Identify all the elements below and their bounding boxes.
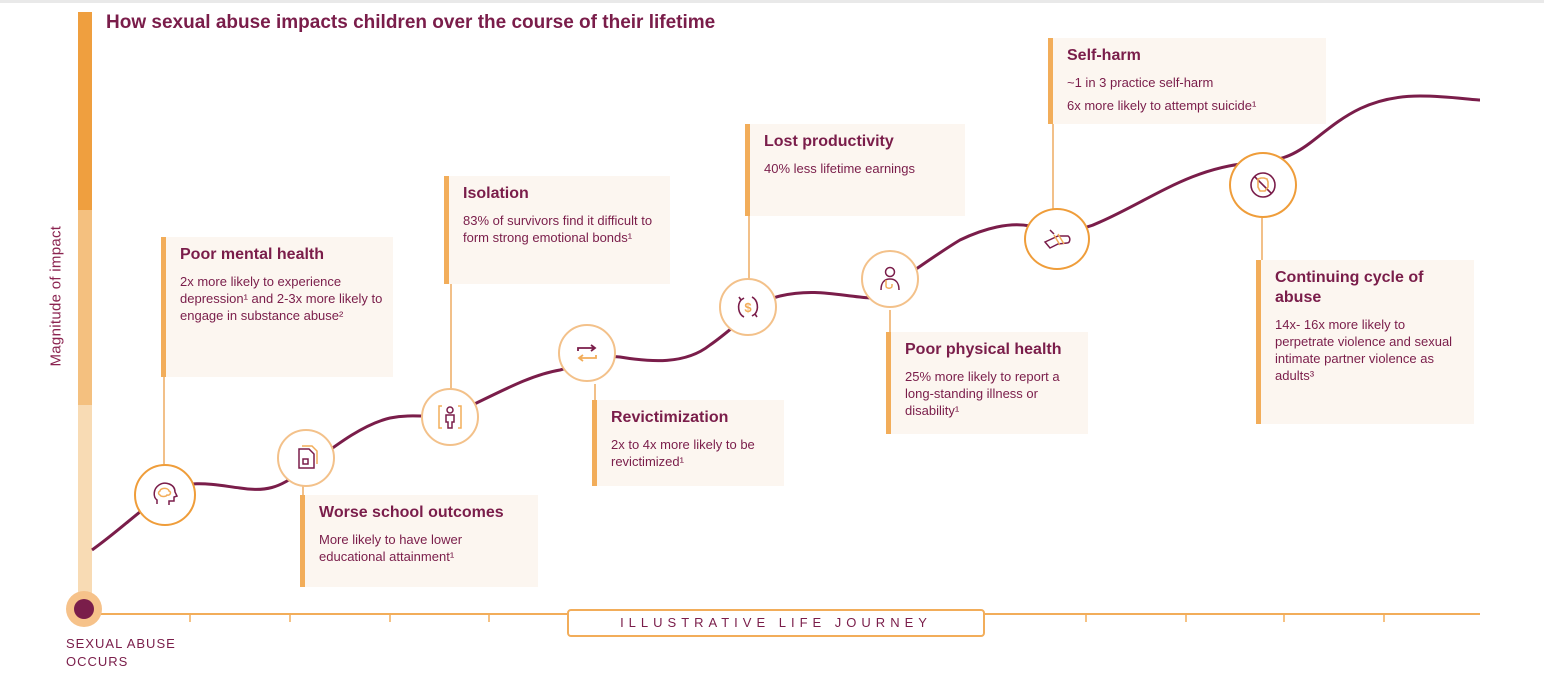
stage-card-isolation: Isolation 83% of survivors find it diffi… bbox=[444, 176, 670, 284]
wrist-bandage-icon bbox=[1024, 208, 1090, 270]
origin-marker-dot bbox=[74, 599, 94, 619]
no-violence-fist-icon bbox=[1229, 152, 1297, 218]
stem-self-harm bbox=[1052, 124, 1054, 222]
magnitude-bar-high bbox=[78, 12, 92, 210]
stage-text: 25% more likely to report a long-standin… bbox=[905, 369, 1060, 418]
stage-card-self-harm: Self-harm ~1 in 3 practice self-harm 6x … bbox=[1048, 38, 1326, 124]
stage-heading: Poor physical health bbox=[905, 341, 1062, 358]
stage-text: 83% of survivors find it difficult to fo… bbox=[463, 213, 653, 245]
stage-text: More likely to have lower educational at… bbox=[319, 532, 463, 564]
stage-heading: Revictimization bbox=[611, 409, 729, 426]
doctor-icon bbox=[861, 250, 919, 308]
stage-card-school: Worse school outcomes More likely to hav… bbox=[300, 495, 538, 587]
stage-card-productivity: Lost productivity 40% less lifetime earn… bbox=[745, 124, 965, 216]
stem-isolation bbox=[450, 284, 452, 389]
stage-card-mental-health: Poor mental health 2x more likely to exp… bbox=[161, 237, 393, 377]
brain-head-icon bbox=[134, 464, 196, 526]
document-icon bbox=[277, 429, 335, 487]
x-axis-label: ILLUSTRATIVE LIFE JOURNEY bbox=[567, 609, 985, 637]
stem-productivity bbox=[748, 214, 750, 280]
chart-title: How sexual abuse impacts children over t… bbox=[106, 12, 716, 33]
dollar-cycle-icon: $ bbox=[719, 278, 777, 336]
stage-heading: Continuing cycle of abuse bbox=[1275, 269, 1424, 306]
stage-heading: Isolation bbox=[463, 185, 529, 202]
stage-text: 6x more likely to attempt suicide¹ bbox=[1067, 98, 1257, 113]
stem-mental-health bbox=[163, 376, 165, 466]
magnitude-bar-low bbox=[78, 405, 92, 605]
isolated-person-icon bbox=[421, 388, 479, 446]
stem-physical-health bbox=[889, 310, 891, 336]
stage-text: 2x to 4x more likely to be revictimized¹ bbox=[611, 437, 755, 469]
svg-text:$: $ bbox=[744, 300, 752, 315]
stage-heading: Self-harm bbox=[1067, 47, 1141, 64]
stage-text: ~1 in 3 practice self-harm bbox=[1067, 75, 1214, 90]
stage-heading: Lost productivity bbox=[764, 133, 894, 150]
x-axis-ticks bbox=[189, 614, 1385, 622]
stage-card-revictimization: Revictimization 2x to 4x more likely to … bbox=[592, 400, 784, 486]
stem-cycle-abuse bbox=[1261, 218, 1263, 262]
stage-heading: Poor mental health bbox=[180, 246, 325, 263]
stage-text: 2x more likely to experience depression¹… bbox=[180, 274, 383, 323]
stage-text: 14x- 16x more likely to perpetrate viole… bbox=[1275, 317, 1453, 383]
stem-school bbox=[302, 486, 304, 498]
origin-label: SEXUAL ABUSE OCCURS bbox=[66, 636, 176, 669]
magnitude-bar-mid bbox=[78, 210, 92, 405]
stage-card-cycle-abuse: Continuing cycle of abuse 14x- 16x more … bbox=[1256, 260, 1474, 424]
stage-text: 40% less lifetime earnings bbox=[764, 161, 916, 176]
stem-revictimization bbox=[594, 384, 596, 404]
stage-card-physical-health: Poor physical health 25% more likely to … bbox=[886, 332, 1088, 434]
top-rule bbox=[0, 0, 1544, 3]
repeat-arrows-icon bbox=[558, 324, 616, 382]
stage-heading: Worse school outcomes bbox=[319, 504, 504, 521]
